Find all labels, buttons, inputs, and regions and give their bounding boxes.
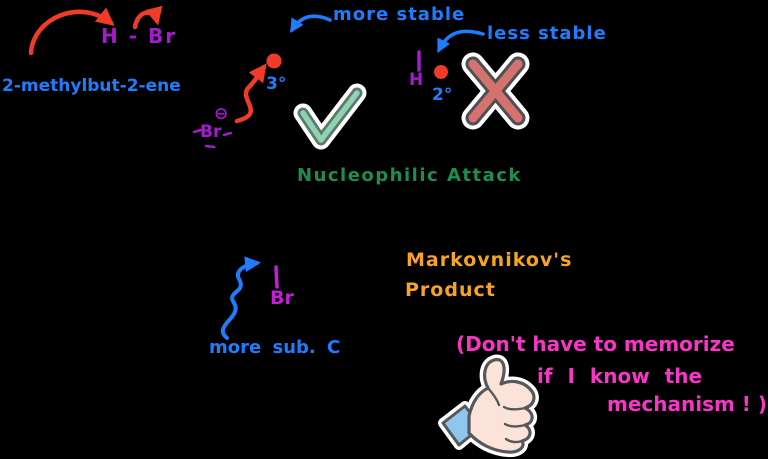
bromide-lone-pairs-icon [192,128,233,149]
note-line2: if I know the [537,364,703,388]
nucleophilic-attack-label: Nucleophilic Attack [297,165,522,186]
tertiary-degree-label: 3° [266,74,287,94]
product-cbr-bond-icon [274,265,279,289]
more-stable-arrow-icon [290,14,332,33]
check-mark-icon [293,83,367,150]
secondary-degree-label: 2° [432,85,453,105]
hbr-reagent-label: H - Br [101,24,178,48]
more-sub-carbon-label: more sub. C [209,337,341,358]
note-line1: (Don't have to memorize [456,332,735,356]
more-stable-label: more stable [333,4,466,25]
product-halide-label: Br [270,287,294,309]
more-sub-carbon-arrow-icon [220,256,261,340]
curved-arrow-alkene-to-h-icon [28,7,115,56]
secondary-carbocation-dot [434,65,448,79]
curved-arrow-hbr-to-br-icon [132,5,163,30]
less-stable-arrow-icon [437,29,485,54]
secondary-h-label: H [409,70,424,90]
tertiary-carbocation-dot [266,53,282,69]
markovnikov-label-line2: Product [405,279,496,301]
curved-arrow-bromide-to-carbocation-icon [234,63,267,124]
note-line3: mechanism ! ) [607,392,768,416]
thumbs-up-icon [438,354,539,458]
x-mark-icon [461,52,530,130]
less-stable-label: less stable [487,23,607,44]
bromide-symbol-label: Br [200,122,222,142]
alkene-name-label: 2-methylbut-2-ene [2,76,181,96]
bromide-charge-label: ⊖ [214,104,229,124]
markovnikov-label-line1: Markovnikov's [406,249,573,271]
